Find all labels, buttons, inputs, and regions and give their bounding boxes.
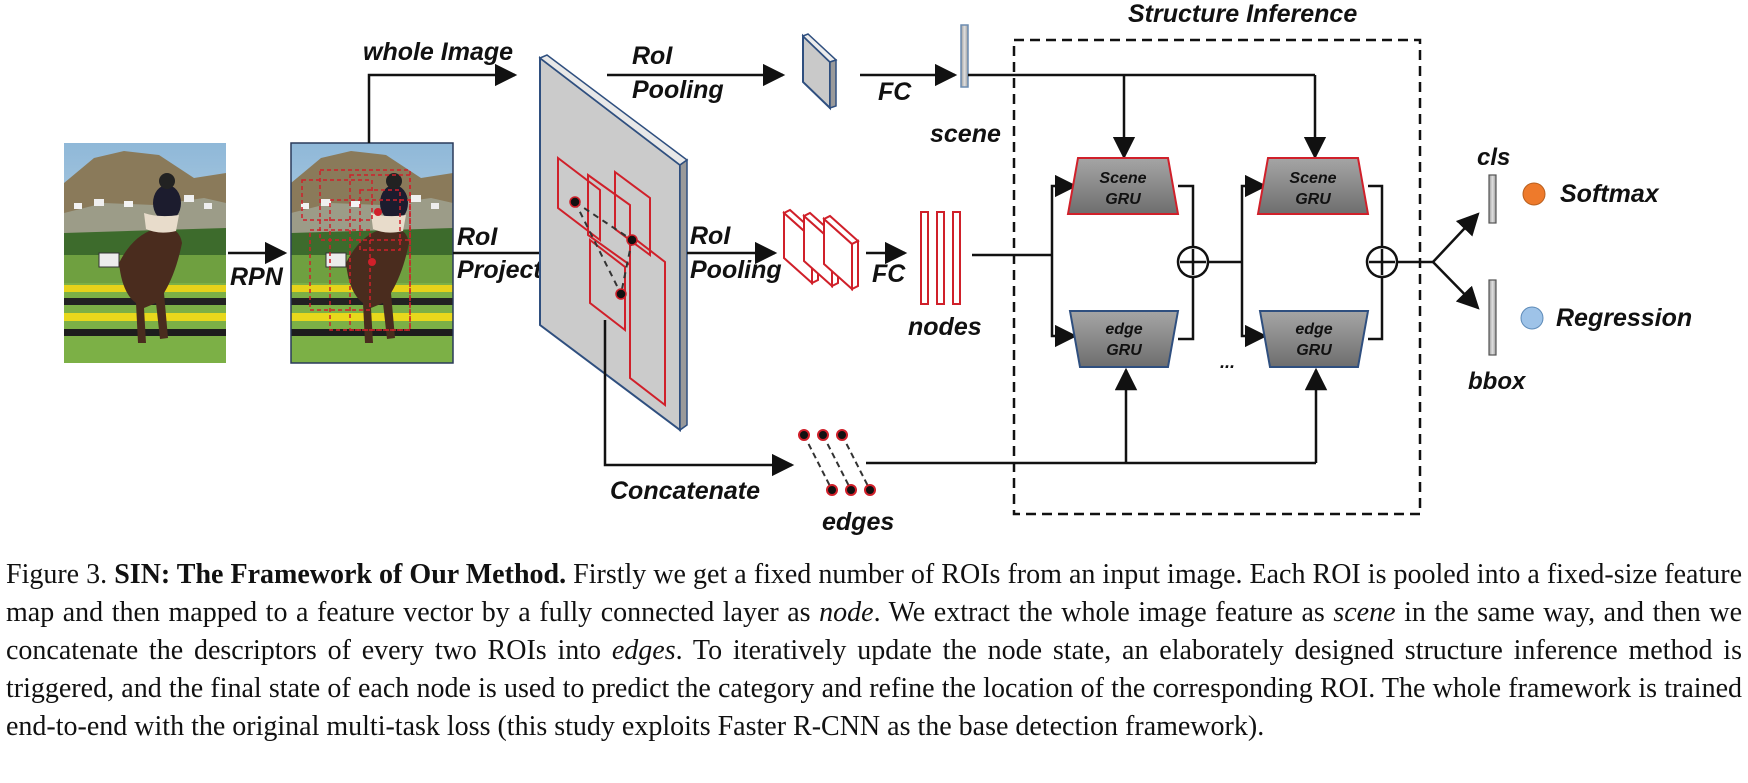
caption-italic-node: node xyxy=(819,597,874,628)
concatenate-arrow xyxy=(603,320,795,477)
scene-gru-1-line1: Scene xyxy=(1099,170,1146,187)
edge-gru1-to-sum xyxy=(1178,277,1195,341)
scene-gru-2: Scene GRU xyxy=(1256,157,1370,215)
structure-inference-box xyxy=(1012,38,1422,516)
bbox-arrow xyxy=(1432,261,1480,310)
edges-label: edges xyxy=(822,508,894,536)
caption-text-3: in the same way, and then we concatenate… xyxy=(6,597,1743,666)
framework-diagram: RPN whole Image RoI Projection xyxy=(63,0,1692,536)
fc-top-label: FC xyxy=(878,78,912,106)
edge-gru2-to-sum xyxy=(1368,277,1384,341)
edge-vectors xyxy=(798,429,876,496)
input-image xyxy=(63,142,227,364)
scene-gru-1-line2: GRU xyxy=(1105,191,1141,208)
bbox-label: bbox xyxy=(1468,368,1527,395)
nodes-label: nodes xyxy=(908,313,982,341)
roi-pooling-top-label-1: RoI xyxy=(632,42,673,70)
figure-caption: Figure 3. SIN: The Framework of Our Meth… xyxy=(6,556,1742,746)
bbox-vector xyxy=(1488,279,1497,356)
fc-mid-label: FC xyxy=(872,260,906,288)
nodes-to-edge-gru1 xyxy=(1050,255,1078,348)
edge-gru-1: edge GRU xyxy=(1068,310,1180,368)
caption-text-2: . We extract the whole image feature as xyxy=(873,597,1334,628)
structure-inference-label: Structure Inference xyxy=(1128,0,1357,28)
caption-text-4: . To iteratively update the node state, … xyxy=(6,635,1742,742)
node-vectors xyxy=(920,211,961,305)
softmax-label: Softmax xyxy=(1560,180,1660,208)
concatenate-label: Concatenate xyxy=(610,477,760,505)
scene-pooled-block xyxy=(801,33,838,111)
roi-pooling-mid-label-2: Pooling xyxy=(690,256,782,284)
cls-vector xyxy=(1488,174,1497,224)
regression-dot xyxy=(1520,306,1544,330)
scene-gru-2-line2: GRU xyxy=(1295,191,1331,208)
roi-pooling-top-label-2: Pooling xyxy=(632,76,724,104)
sum-node-1 xyxy=(1176,245,1210,279)
caption-italic-scene: scene xyxy=(1333,597,1396,628)
scene-gru1-to-sum xyxy=(1178,184,1195,247)
caption-italic-edges: edges xyxy=(611,635,676,666)
edge-gru-1-line2: GRU xyxy=(1106,342,1142,359)
ellipsis-label: ... xyxy=(1220,352,1235,372)
caption-text-1: Firstly we get a fixed number of ROIs fr… xyxy=(6,559,1743,628)
roi-pooled-blocks xyxy=(782,208,860,292)
whole-image-arrow xyxy=(367,63,518,143)
roi-pooling-mid-label-1: RoI xyxy=(690,222,731,250)
scene-gru2-to-sum xyxy=(1368,184,1384,247)
scene-gru-2-line1: Scene xyxy=(1289,170,1336,187)
edge-gru-2-line2: GRU xyxy=(1296,342,1332,359)
whole-image-label: whole Image xyxy=(363,38,513,66)
regression-label: Regression xyxy=(1556,304,1692,332)
feature-map xyxy=(538,54,689,432)
edge-gru-2: edge GRU xyxy=(1258,310,1370,368)
sum-node-2 xyxy=(1365,245,1399,279)
cls-label: cls xyxy=(1477,144,1510,171)
sum1-to-edge-gru2 xyxy=(1240,262,1268,348)
sum1-to-scene-gru2 xyxy=(1240,174,1268,262)
edge-gru-2-line1: edge xyxy=(1295,321,1332,338)
scene-label: scene xyxy=(930,120,1001,148)
scene-vector xyxy=(960,24,969,88)
rpn-label: RPN xyxy=(230,263,284,291)
cls-arrow xyxy=(1432,212,1480,263)
roi-projection-label-1: RoI xyxy=(457,223,498,251)
proposal-image xyxy=(290,142,454,364)
edge-gru-1-line1: edge xyxy=(1105,321,1142,338)
caption-title: SIN: The Framework of Our Method. xyxy=(114,559,567,590)
softmax-dot xyxy=(1522,182,1546,206)
nodes-to-scene-gru1 xyxy=(1050,174,1078,255)
caption-figure-number: Figure 3. xyxy=(6,559,108,590)
scene-gru-1: Scene GRU xyxy=(1066,157,1180,215)
